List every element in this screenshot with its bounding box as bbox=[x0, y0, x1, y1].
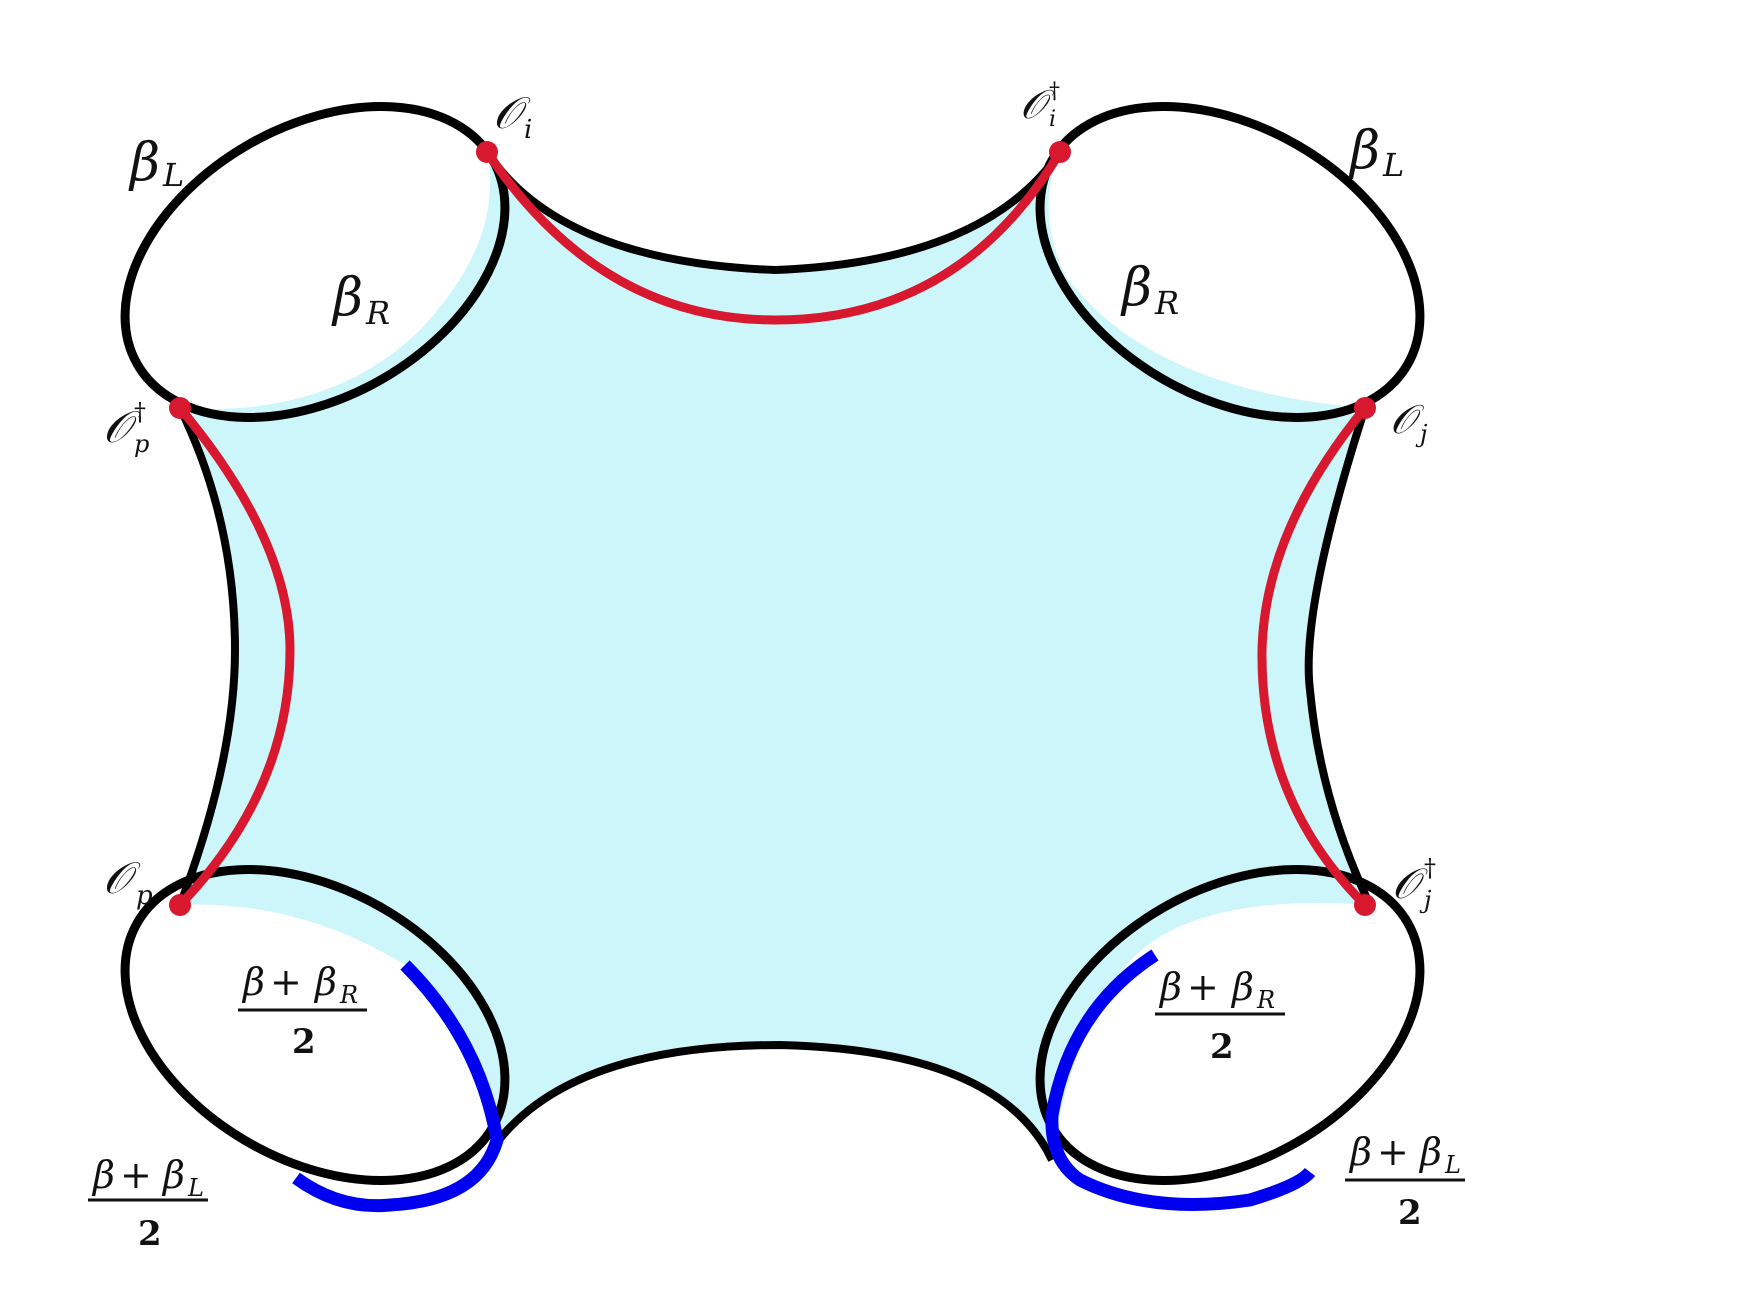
geodesic-right bbox=[1257, 403, 1370, 910]
svg-text:L: L bbox=[1382, 146, 1404, 184]
svg-text:+: + bbox=[1377, 1130, 1409, 1174]
geodesic-top bbox=[482, 147, 1065, 325]
svg-text:β: β bbox=[1418, 1130, 1442, 1174]
label-beta-r-top-right: β R bbox=[1120, 258, 1179, 322]
svg-text:L: L bbox=[187, 1174, 204, 1202]
operator-points bbox=[169, 141, 1376, 916]
label-o-i-dagger: 𝒪 † i bbox=[1020, 79, 1060, 132]
svg-text:β: β bbox=[1120, 258, 1152, 318]
svg-text:β: β bbox=[1348, 121, 1380, 181]
label-o-p: 𝒪 p bbox=[103, 853, 153, 911]
svg-text:R: R bbox=[1154, 284, 1179, 322]
svg-text:+: + bbox=[120, 1153, 152, 1197]
point-o-j bbox=[1354, 397, 1376, 419]
svg-text:L: L bbox=[1444, 1151, 1461, 1179]
bottom-edge bbox=[491, 1040, 1056, 1162]
operator-labels: 𝒪 i 𝒪 † i 𝒪 † p 𝒪 p 𝒪 j 𝒪 † j bbox=[103, 79, 1436, 914]
point-o-i-dagger bbox=[1049, 141, 1071, 163]
svg-text:i: i bbox=[1049, 107, 1056, 132]
label-o-j-dagger: 𝒪 † j bbox=[1392, 854, 1436, 914]
svg-text:β: β bbox=[241, 960, 265, 1004]
fraction-labels: β + β R 2 β + β L 2 β + β R 2 β + bbox=[88, 960, 1465, 1254]
fraction-bl-outer: β + β L 2 bbox=[88, 1153, 208, 1254]
svg-text:†: † bbox=[1049, 79, 1060, 104]
svg-text:R: R bbox=[365, 294, 390, 332]
svg-text:β: β bbox=[331, 268, 363, 328]
svg-text:β: β bbox=[313, 960, 337, 1004]
label-beta-l-top-right: β L bbox=[1348, 121, 1404, 184]
blue-arc-bottom-right bbox=[1045, 949, 1316, 1211]
surface-region bbox=[180, 152, 1370, 1160]
svg-text:†: † bbox=[1424, 854, 1436, 882]
svg-text:p: p bbox=[136, 881, 153, 911]
svg-text:R: R bbox=[1256, 986, 1275, 1014]
beta-labels: β L β R β L β R bbox=[128, 121, 1404, 332]
blue-arcs bbox=[292, 949, 1316, 1213]
svg-text:+: + bbox=[1187, 965, 1219, 1009]
left-edge bbox=[176, 406, 240, 907]
label-o-j: 𝒪 j bbox=[1390, 397, 1428, 448]
svg-text:†: † bbox=[134, 398, 146, 426]
svg-text:j: j bbox=[1419, 886, 1432, 914]
svg-text:𝒪: 𝒪 bbox=[1392, 859, 1428, 908]
top-edge bbox=[483, 149, 1064, 275]
blue-arc-bottom-left bbox=[292, 960, 504, 1213]
svg-text:p: p bbox=[134, 430, 149, 458]
svg-text:β: β bbox=[1158, 965, 1182, 1009]
svg-text:i: i bbox=[524, 115, 532, 145]
svg-text:j: j bbox=[1415, 420, 1428, 448]
svg-text:L: L bbox=[162, 156, 184, 194]
fraction-br-outer: β + β L 2 bbox=[1345, 1130, 1465, 1233]
fraction-br-inner: β + β R 2 bbox=[1155, 965, 1285, 1067]
svg-text:2: 2 bbox=[138, 1214, 162, 1254]
fraction-bl-inner: β + β R 2 bbox=[238, 960, 367, 1062]
surface-edges bbox=[176, 149, 1374, 1162]
geodesic-left bbox=[175, 403, 295, 910]
red-geodesics bbox=[175, 147, 1370, 910]
svg-text:β: β bbox=[1348, 1130, 1372, 1174]
label-o-p-dagger: 𝒪 † p bbox=[103, 398, 149, 458]
point-o-j-dagger bbox=[1354, 894, 1376, 916]
label-beta-l-top-left: β L bbox=[128, 133, 184, 194]
svg-text:β: β bbox=[1230, 965, 1254, 1009]
label-beta-r-top-left: β R bbox=[331, 268, 390, 332]
svg-text:2: 2 bbox=[292, 1022, 316, 1062]
svg-text:β: β bbox=[91, 1153, 115, 1197]
svg-text:β: β bbox=[161, 1153, 185, 1197]
point-o-p bbox=[169, 894, 191, 916]
point-o-i bbox=[476, 141, 498, 163]
svg-text:2: 2 bbox=[1210, 1027, 1234, 1067]
svg-text:R: R bbox=[339, 981, 358, 1009]
svg-text:+: + bbox=[270, 960, 302, 1004]
point-o-p-dagger bbox=[169, 397, 191, 419]
right-edge bbox=[1304, 406, 1374, 907]
svg-text:β: β bbox=[128, 133, 160, 193]
label-o-i: 𝒪 i bbox=[493, 88, 532, 145]
svg-text:2: 2 bbox=[1398, 1193, 1422, 1233]
